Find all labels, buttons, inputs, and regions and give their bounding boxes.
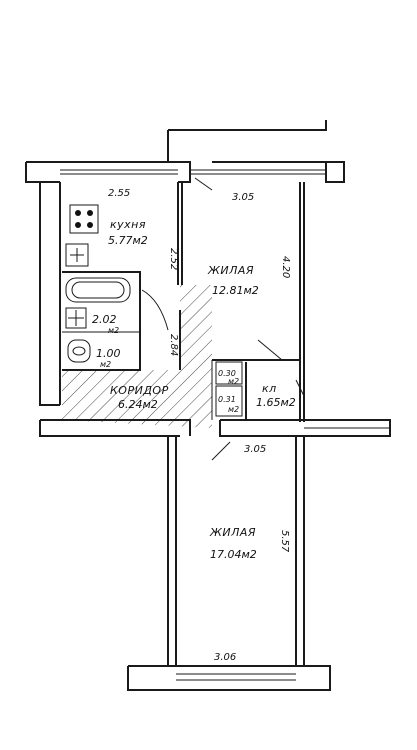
dim-living-lower-height: 5.57 xyxy=(279,530,290,553)
pantry-area: 1.65м2 xyxy=(256,396,296,409)
bath-sink-icon xyxy=(65,307,87,329)
dim-kitchen-width: 2.55 xyxy=(108,188,130,199)
toilet-icon xyxy=(67,339,91,363)
bathroom-area: 2.02 xyxy=(92,313,117,326)
kitchen-name: кухня xyxy=(110,218,146,231)
pantry-name: кл xyxy=(262,382,277,395)
closet-small-area: 0.30 xyxy=(218,369,236,378)
stove-icon xyxy=(69,204,99,234)
corridor-area: 6.24м2 xyxy=(118,398,158,411)
corridor-hatch xyxy=(62,285,212,428)
toilet-area: 1.00 xyxy=(96,347,121,360)
interior-partitions xyxy=(62,177,305,461)
dim-living-lower-width-bottom: 3.06 xyxy=(214,652,236,663)
dim-kitchen-height: 2.52 xyxy=(168,248,179,270)
fixtures xyxy=(65,204,131,363)
dim-living-upper-width: 3.05 xyxy=(232,192,254,203)
corridor-name: КОРИДОР xyxy=(110,384,169,397)
dim-living-upper-height: 4.20 xyxy=(280,256,291,278)
kitchen-area: 5.77м2 xyxy=(108,234,148,247)
closet-lower-unit: м2 xyxy=(228,405,239,414)
dim-living-lower-width-top: 3.05 xyxy=(244,444,266,455)
toilet-unit: м2 xyxy=(100,360,111,369)
living-lower-name: ЖИЛАЯ xyxy=(209,526,256,539)
dim-corridor-height: 2.84 xyxy=(168,334,179,356)
bathroom-unit: м2 xyxy=(108,326,119,335)
living-upper-name: ЖИЛАЯ xyxy=(207,264,254,277)
outer-walls xyxy=(25,120,391,691)
living-lower-area: 17.04м2 xyxy=(210,548,257,561)
dimensions: 2.55 3.05 2.52 4.20 2.84 3.05 5.57 3.06 xyxy=(108,188,291,663)
closet-small-unit: м2 xyxy=(228,377,239,386)
closet-lower-area: 0.31 xyxy=(218,395,236,404)
kitchen-sink-icon xyxy=(65,243,89,267)
living-upper-area: 12.81м2 xyxy=(212,284,259,297)
labels: кухня 5.77м2 2.02 м2 1.00 м2 ЖИЛАЯ 12.81… xyxy=(92,218,296,561)
bathtub-icon xyxy=(65,277,131,303)
